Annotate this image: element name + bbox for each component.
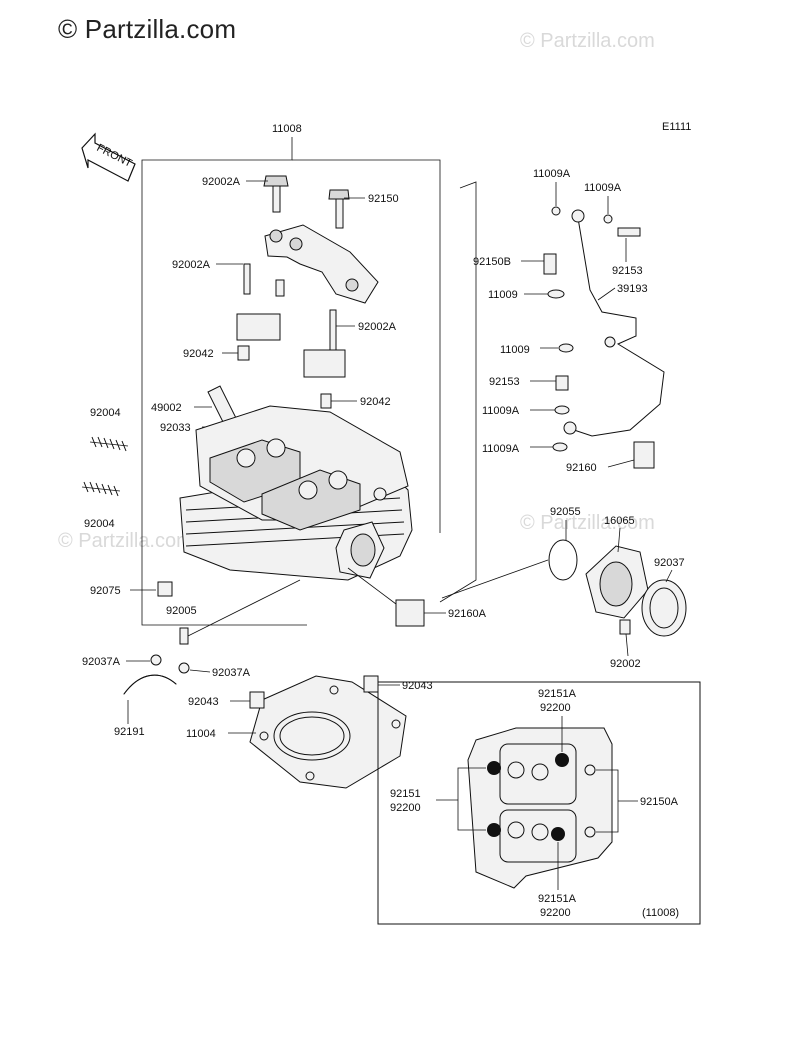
inset-bottom-b: 92200 (540, 907, 571, 919)
dowel-92043-right (363, 675, 379, 693)
inset-right: 92150A (640, 796, 679, 808)
part-92043-right: 92043 (402, 680, 433, 692)
inset-top-a: 92151A (538, 688, 577, 700)
part-92037: 92037 (654, 557, 685, 569)
part-92037A-left: 92037A (82, 656, 121, 668)
part-92002A-right: 92002A (358, 321, 397, 333)
partzilla-ghost-watermark-right: © Partzilla.com (520, 512, 655, 534)
inset-box (377, 681, 701, 925)
part-49002: 49002 (151, 402, 182, 414)
figure-code: E1111 (662, 121, 691, 133)
part-92042-right: 92042 (360, 396, 391, 408)
head-gasket-11004 (249, 675, 407, 789)
part-92002A-left: 92002A (172, 259, 211, 271)
part-92160A: 92160A (448, 608, 487, 620)
part-11009-b: 11009 (500, 344, 530, 356)
partzilla-ghost-watermark-left: © Partzilla.com (58, 530, 193, 552)
inset-left-a: 92151 (390, 788, 421, 800)
part-92002A-top: 92002A (202, 176, 241, 188)
part-92153-top: 92153 (612, 265, 643, 277)
part-92075: 92075 (90, 585, 121, 597)
spring-92004-upper (89, 436, 129, 452)
part-92191: 92191 (114, 726, 145, 738)
part-92005: 92005 (166, 605, 197, 617)
part-11009A-b: 11009A (584, 182, 622, 194)
part-92150B: 92150B (473, 256, 511, 268)
inset-left-b: 92200 (390, 802, 421, 814)
oil-pipe-39193 (563, 209, 665, 437)
partzilla-watermark: © Partzilla.com (58, 14, 237, 44)
inset-head-top-view (467, 727, 613, 889)
damper-92160A (395, 599, 425, 627)
part-11009A-d: 11009A (482, 443, 520, 455)
part-92043-left: 92043 (188, 696, 219, 708)
part-11008: 11008 (272, 123, 302, 135)
part-16065: 16065 (604, 515, 635, 527)
spring-92004-lower (81, 481, 121, 497)
part-92004-upper: 92004 (90, 407, 121, 419)
cam-cap-assembly (236, 175, 379, 409)
inset-ref: (11008) (642, 907, 679, 919)
dowel-92043-left (249, 691, 265, 709)
part-92160: 92160 (566, 462, 597, 474)
part-92153-mid: 92153 (489, 376, 520, 388)
part-92042-left: 92042 (183, 348, 214, 360)
part-11009A-c: 11009A (482, 405, 520, 417)
intake-holder-16065 (585, 545, 649, 619)
cylinder-head (179, 405, 413, 581)
o-ring-92055 (548, 539, 578, 581)
partzilla-ghost-watermark-top: © Partzilla.com (520, 30, 655, 52)
part-11009-a: 11009 (488, 289, 518, 301)
part-92002: 92002 (610, 658, 641, 670)
clamp-92037 (641, 579, 687, 637)
cap-92075 (157, 581, 173, 597)
inset-bottom-a: 92151A (538, 893, 577, 905)
part-92033: 92033 (160, 422, 191, 434)
part-92037A-right: 92037A (212, 667, 251, 679)
fitting-92005 (179, 579, 301, 645)
part-39193: 39193 (617, 283, 648, 295)
part-11004: 11004 (186, 728, 216, 740)
front-arrow-icon: FRONT (81, 132, 136, 182)
part-11009A-a: 11009A (533, 168, 571, 180)
part-92055: 92055 (550, 506, 581, 518)
part-92150: 92150 (368, 193, 399, 205)
inset-top-b: 92200 (540, 702, 571, 714)
part-92004-lower: 92004 (84, 518, 115, 530)
